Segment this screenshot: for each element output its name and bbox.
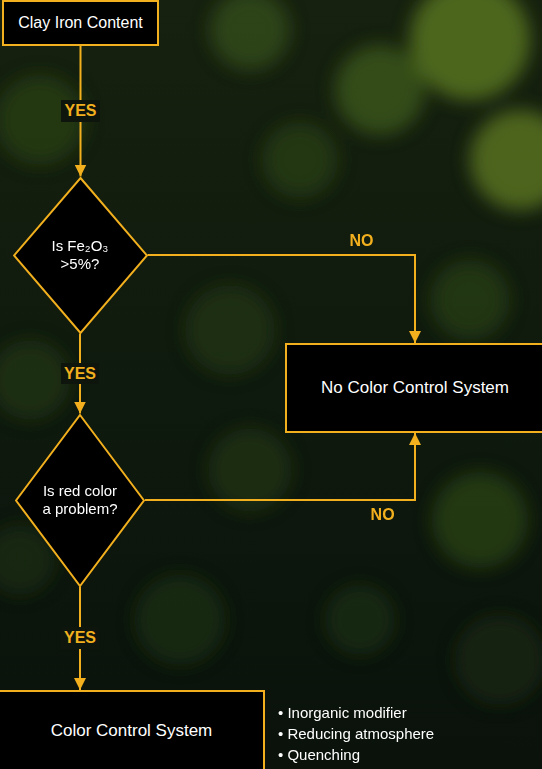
node-text: No Color Control System	[311, 378, 519, 398]
tree-crown	[410, 0, 530, 100]
tree-crown	[135, 575, 225, 665]
node-text: Color Control System	[41, 721, 223, 741]
tree-crown	[455, 615, 542, 705]
flow-arrow	[148, 255, 416, 343]
start-box: Clay Iron Content	[2, 0, 159, 46]
tree-crown	[0, 340, 70, 420]
branch-label: NO	[350, 232, 374, 250]
tree-crown	[325, 585, 395, 655]
decision-diamond: Is red color a problem?	[15, 414, 145, 587]
outcome-box: No Color Control System	[285, 343, 542, 433]
node-text: Is Fe₂O₃ >5%?	[39, 237, 121, 273]
outcome-box: Color Control System	[0, 690, 265, 769]
bullet-note: • Reducing atmosphere	[278, 725, 434, 743]
tree-crown	[335, 45, 425, 135]
tree-crown	[210, 0, 290, 70]
branch-label: YES	[61, 100, 99, 122]
flow-arrow	[145, 433, 415, 500]
tree-crown	[430, 260, 510, 340]
decision-diamond: Is Fe₂O₃ >5%?	[13, 177, 148, 334]
bullet-note: • Inorganic modifier	[278, 704, 407, 722]
branch-label: YES	[61, 363, 99, 385]
branch-label: YES	[61, 627, 99, 649]
branch-label: NO	[371, 506, 395, 524]
node-text: Clay Iron Content	[8, 13, 153, 32]
tree-crown	[470, 110, 542, 210]
diamond-shape	[14, 178, 147, 333]
node-text: Is red color a problem?	[39, 482, 121, 518]
diamond-shape	[16, 415, 144, 586]
tree-crown	[185, 285, 275, 375]
tree-crown	[262, 122, 338, 198]
tree-canopy	[0, 0, 542, 705]
tree-crown	[432, 472, 528, 568]
bullet-note: • Quenching	[278, 746, 360, 764]
